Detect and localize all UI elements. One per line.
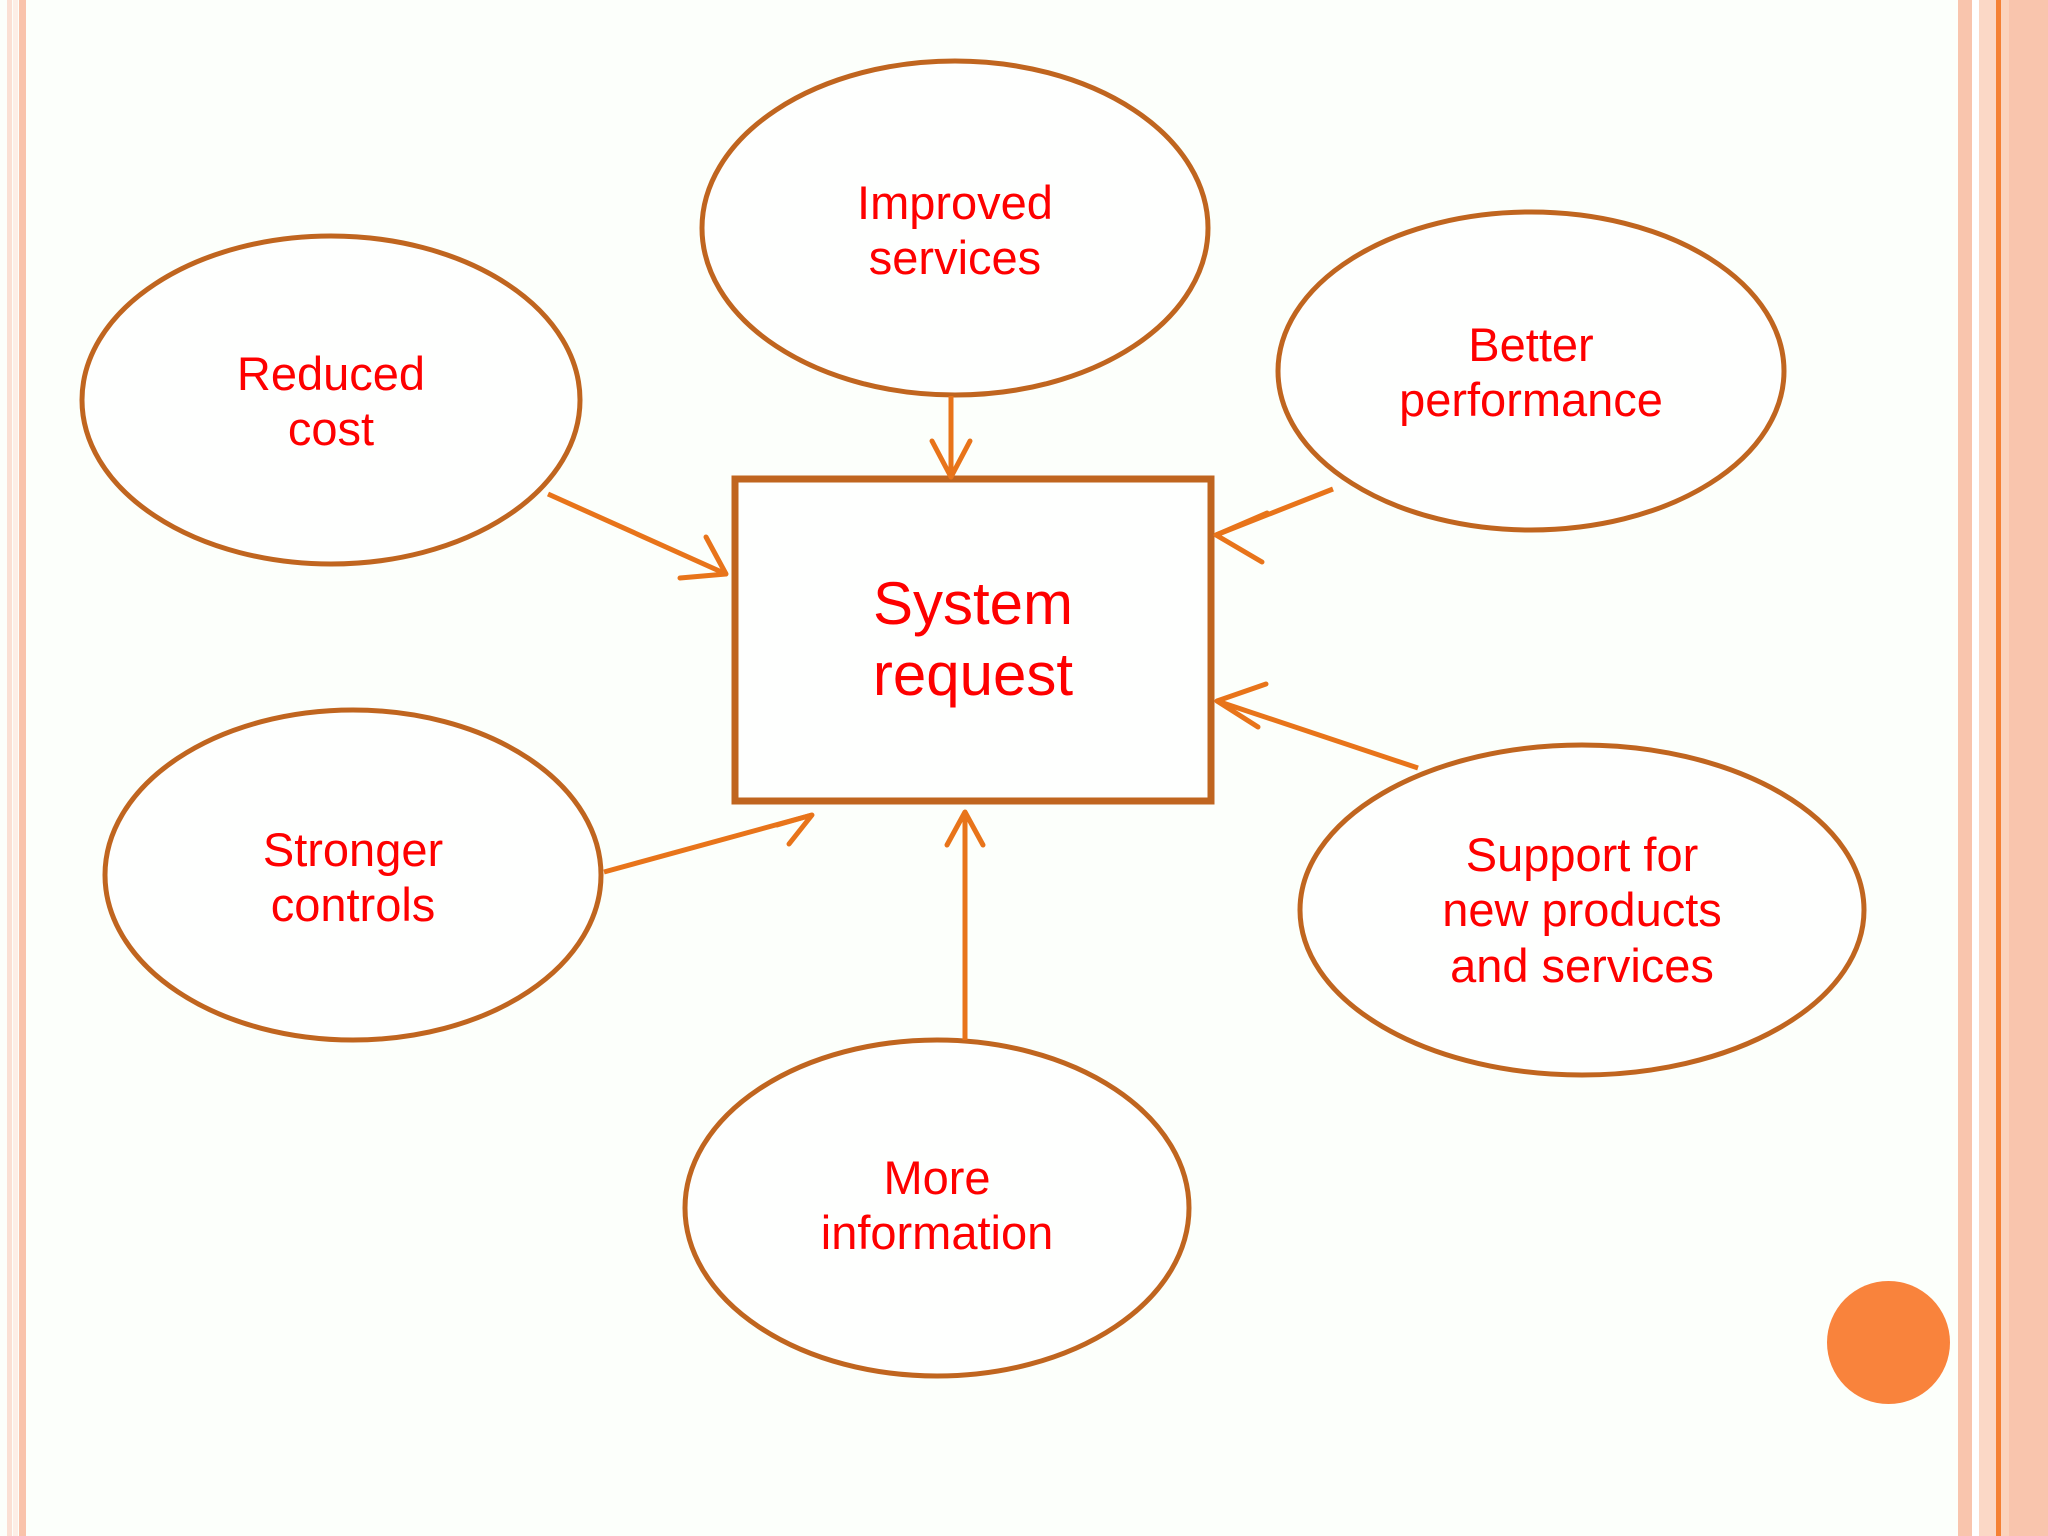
right-border-strip-1 [1958, 0, 1972, 1536]
right-border-strip-6 [2009, 0, 2048, 1536]
ellipse-reduced-cost[interactable] [79, 233, 583, 567]
arrow-more-information-to-system-request [944, 809, 986, 1040]
left-border-strip-2 [13, 0, 18, 1536]
left-border-strip-1 [7, 0, 12, 1536]
right-border-strip-2 [1972, 0, 1979, 1536]
ellipse-stronger-controls[interactable] [102, 707, 604, 1043]
ellipse-improved-services[interactable] [699, 58, 1211, 398]
arrow-better-performance-to-system-request [1213, 486, 1334, 565]
ellipse-more-information[interactable] [682, 1037, 1192, 1379]
arrow-reduced-cost-to-system-request [546, 491, 729, 581]
ellipse-support-new-products[interactable] [1297, 742, 1867, 1078]
right-border-strip-4 [1996, 0, 2001, 1536]
ellipse-better-performance[interactable] [1275, 209, 1787, 533]
arrow-support-new-products-to-system-request [1214, 681, 1419, 771]
decorative-circle [1827, 1281, 1950, 1404]
left-border-strip-3 [19, 0, 26, 1536]
right-border-strip-5 [2001, 0, 2009, 1536]
arrow-stronger-controls-to-system-request [603, 812, 815, 875]
rect-system-request[interactable] [731, 475, 1215, 805]
right-border-strip-3 [1979, 0, 1996, 1536]
arrow-improved-services-to-system-request [929, 396, 973, 480]
